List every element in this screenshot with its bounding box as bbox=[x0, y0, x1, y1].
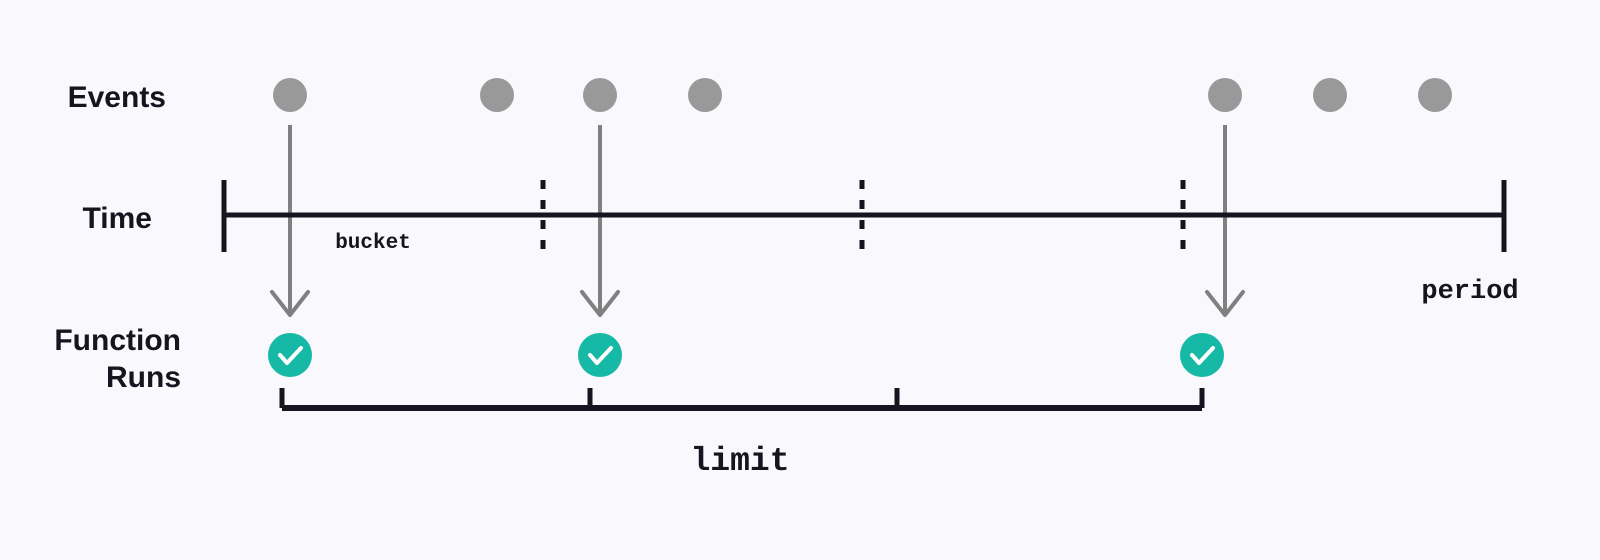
function-run-2[interactable] bbox=[578, 333, 622, 377]
flow-arrow-2 bbox=[580, 125, 620, 317]
events-row-label: Events bbox=[68, 81, 166, 114]
limit-bracket-group bbox=[279, 388, 1205, 411]
check-icon bbox=[1190, 346, 1215, 365]
event-dot-1[interactable] bbox=[273, 78, 307, 112]
function-runs-row-label-line2: Runs bbox=[106, 361, 181, 394]
arrow-head-icon bbox=[1205, 290, 1245, 317]
period-label: period bbox=[1421, 277, 1518, 307]
function-run-1[interactable] bbox=[268, 333, 312, 377]
run-circle-bg bbox=[268, 333, 312, 377]
function-run-3[interactable] bbox=[1180, 333, 1224, 377]
event-dot-5[interactable] bbox=[1208, 78, 1242, 112]
function-runs-row-label-line1: Function bbox=[54, 324, 181, 357]
check-icon bbox=[278, 346, 303, 365]
run-circle-bg bbox=[1180, 333, 1224, 377]
arrow-head-icon bbox=[580, 290, 620, 317]
arrow-head-icon bbox=[270, 290, 310, 317]
event-dot-7[interactable] bbox=[1418, 78, 1452, 112]
flow-arrow-3 bbox=[1205, 125, 1245, 317]
flow-arrow-1 bbox=[270, 125, 310, 317]
event-dot-3[interactable] bbox=[583, 78, 617, 112]
event-dot-2[interactable] bbox=[480, 78, 514, 112]
event-dot-6[interactable] bbox=[1313, 78, 1347, 112]
run-circle-bg bbox=[578, 333, 622, 377]
limit-label: limit bbox=[690, 443, 789, 480]
function-runs-group bbox=[268, 333, 1224, 377]
flow-arrows-group bbox=[270, 125, 1245, 317]
check-icon bbox=[588, 346, 613, 365]
time-row-label: Time bbox=[83, 202, 152, 235]
bucket-label: bucket bbox=[335, 232, 411, 255]
events-row bbox=[273, 78, 1452, 112]
time-axis-group bbox=[221, 180, 1507, 252]
event-dot-4[interactable] bbox=[688, 78, 722, 112]
